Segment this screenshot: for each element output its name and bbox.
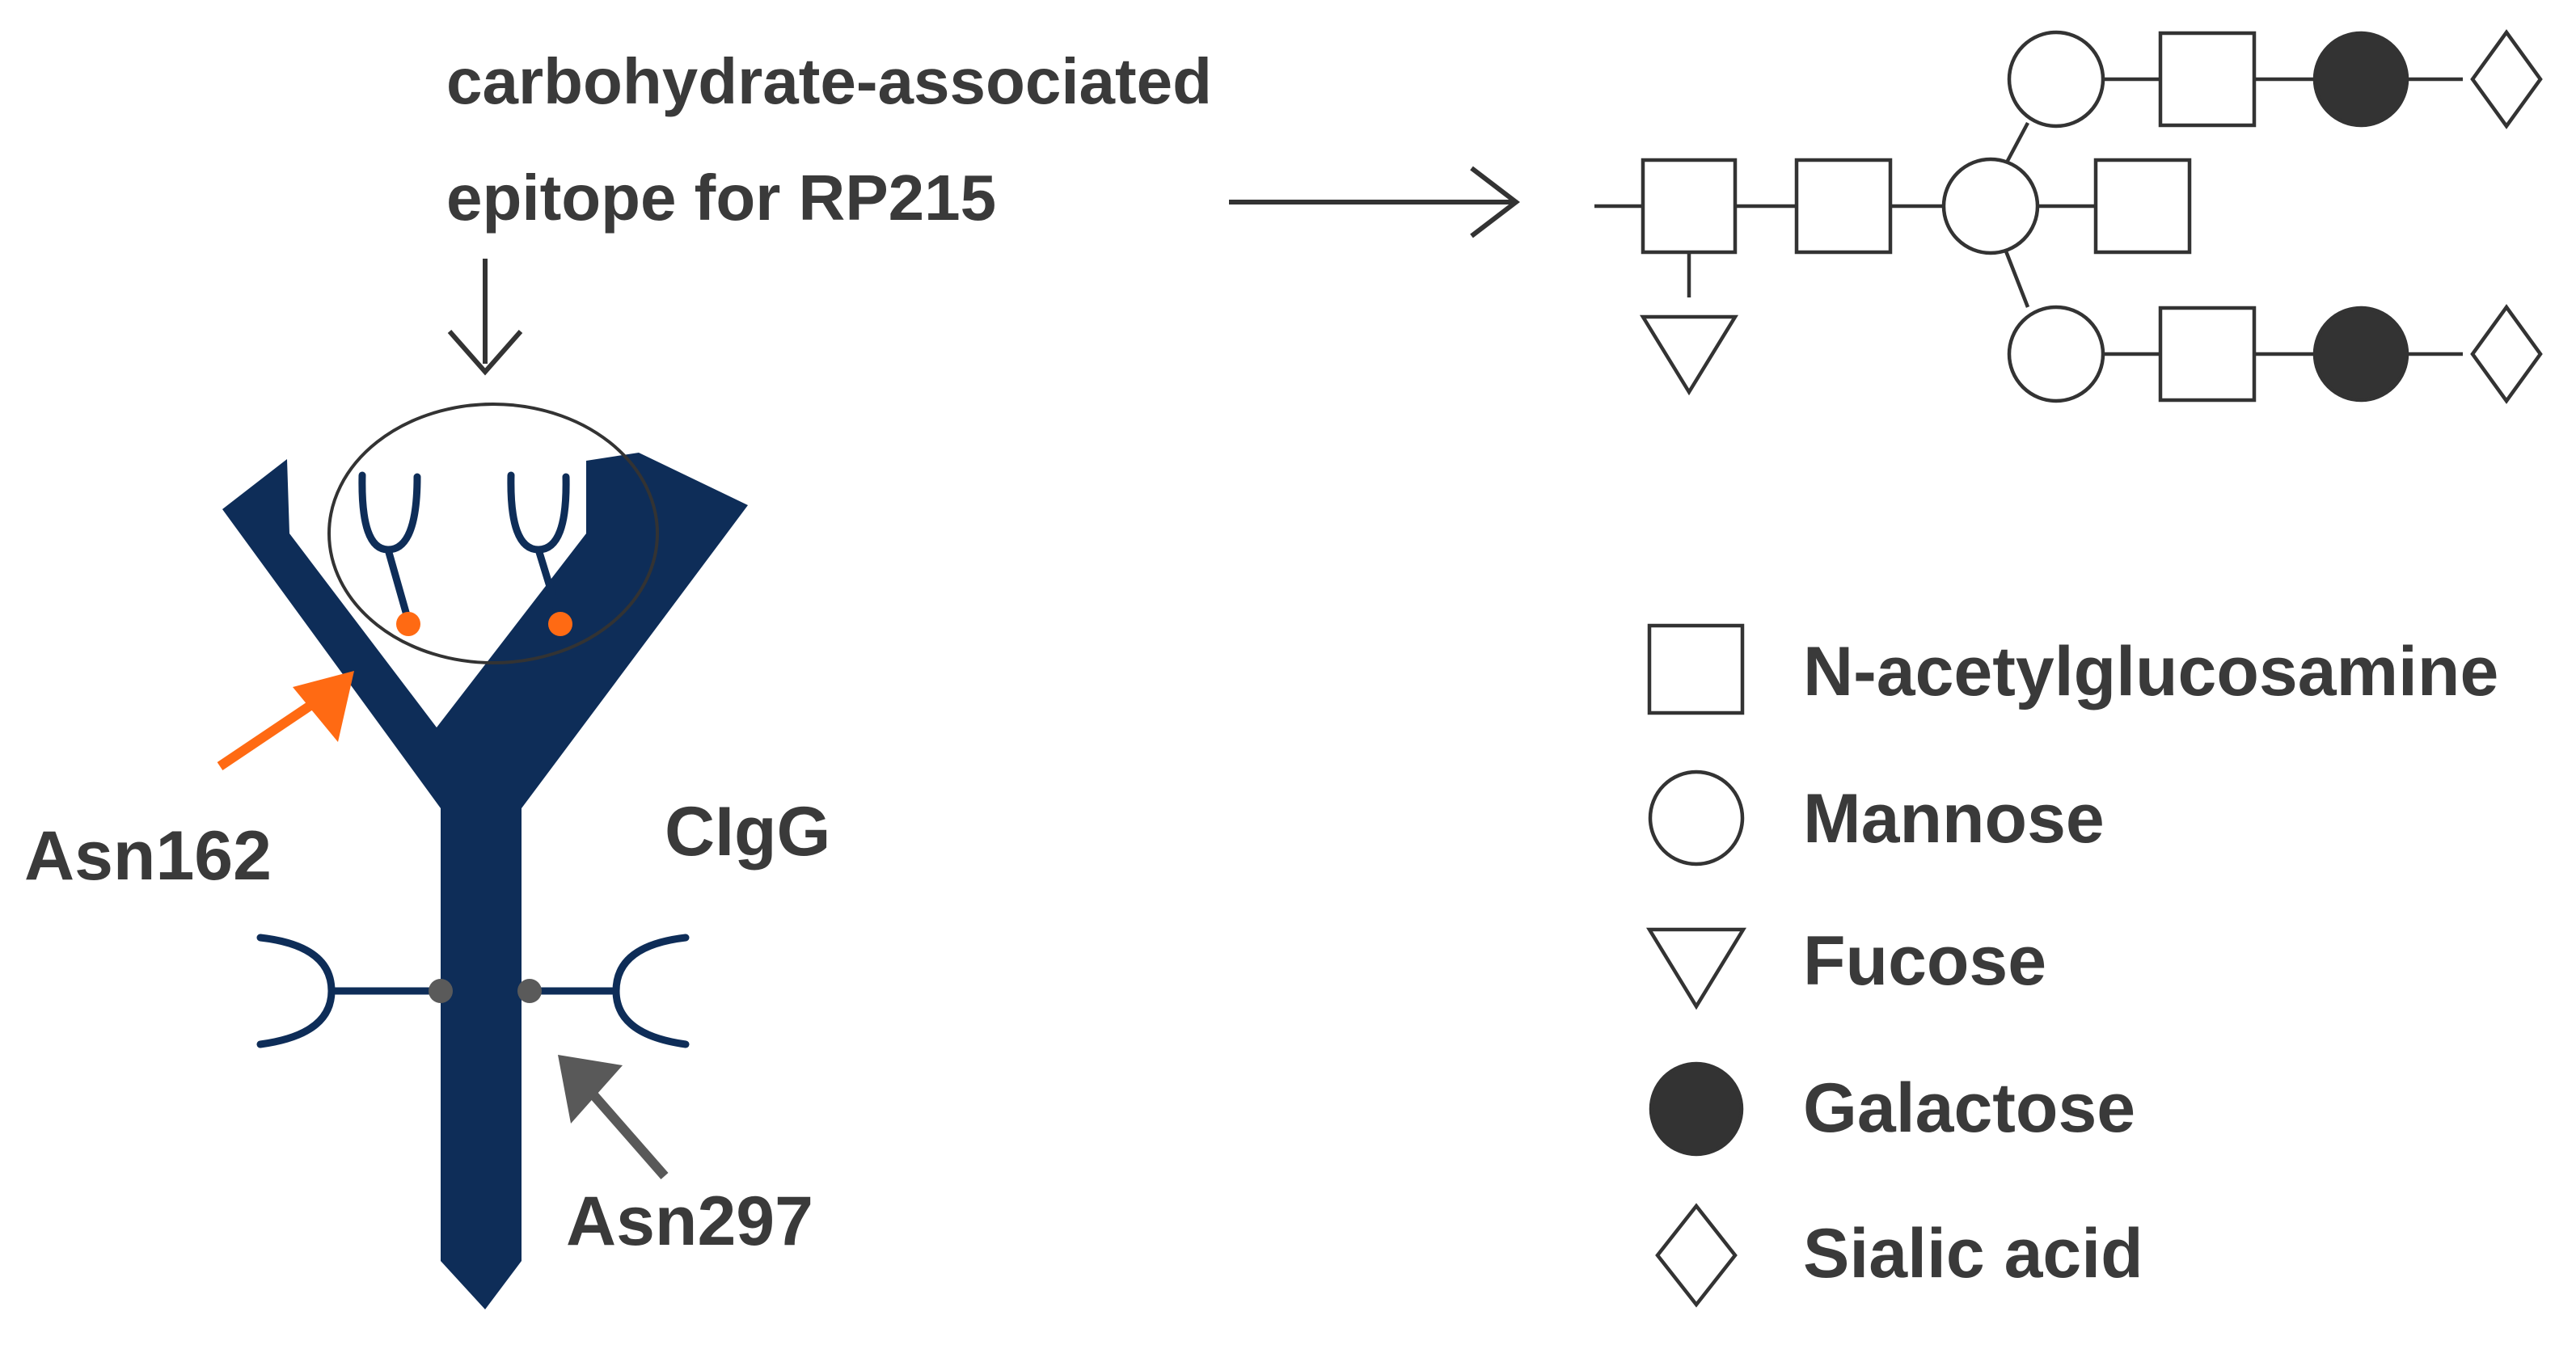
galactose-residue [2312,306,2409,403]
legend-label-galactose: Galactose [1803,1069,2135,1147]
sialic-acid-residue [2470,304,2543,404]
fc-glycan-right-cup [612,934,690,1048]
asn297-label: Asn297 [566,1183,813,1260]
antibody-figure [222,453,748,1309]
legend-label-mannose: Mannose [1803,780,2105,858]
asn162-label: Asn162 [24,817,272,895]
circle-icon [1648,769,1745,866]
title-line-1: carbohydrate-associated [446,45,1212,117]
diamond-icon [1655,1203,1738,1308]
asn297-arrow-icon [558,1055,669,1179]
epitope-ellipse [327,403,659,664]
glcnac-residue [1641,158,1738,255]
fab-glycan-right-cup [507,471,570,554]
asn162-arrow-icon [217,671,354,770]
fab-glycan-left-stalk [384,546,412,625]
antibody-label: CIgG [665,793,830,871]
glycan-structure [1594,29,2543,404]
mannose-residue [1941,157,2040,255]
glcnac-residue [2158,306,2257,403]
fab-glycan-left-cup [358,471,421,554]
asn297-site-left [429,979,453,1003]
down-arrow-icon [447,259,523,376]
triangle-icon [1645,927,1747,1010]
glcnac-residue [2093,158,2192,255]
asn297-site-right [517,979,542,1003]
legend-label-fucose: Fucose [1803,922,2046,1000]
legend-label-sialic-acid: Sialic acid [1803,1215,2143,1292]
fucose-residue [1639,314,1739,396]
mannose-residue [2007,305,2105,403]
glcnac-residue [1794,158,1893,255]
asn162-site-left [396,612,420,636]
title-line-2: epitope for RP215 [446,162,996,234]
antibody-body [222,453,748,1309]
legend-label-glcnac: N-acetylglucosamine [1803,633,2498,710]
legend: N-acetylglucosamine Mannose Fucose Galac… [1645,623,2498,1308]
right-arrow-icon [1229,166,1520,238]
square-icon [1647,623,1745,715]
fab-glycan-right-stalk [534,546,564,625]
filled-circle-icon [1649,1061,1744,1157]
sialic-acid-residue [2470,29,2543,129]
fc-glycan-left-cup [256,934,336,1048]
mannose-residue [2007,30,2105,129]
asn162-site-right [548,612,572,636]
glcnac-residue [2158,31,2257,128]
galactose-residue [2312,31,2409,128]
